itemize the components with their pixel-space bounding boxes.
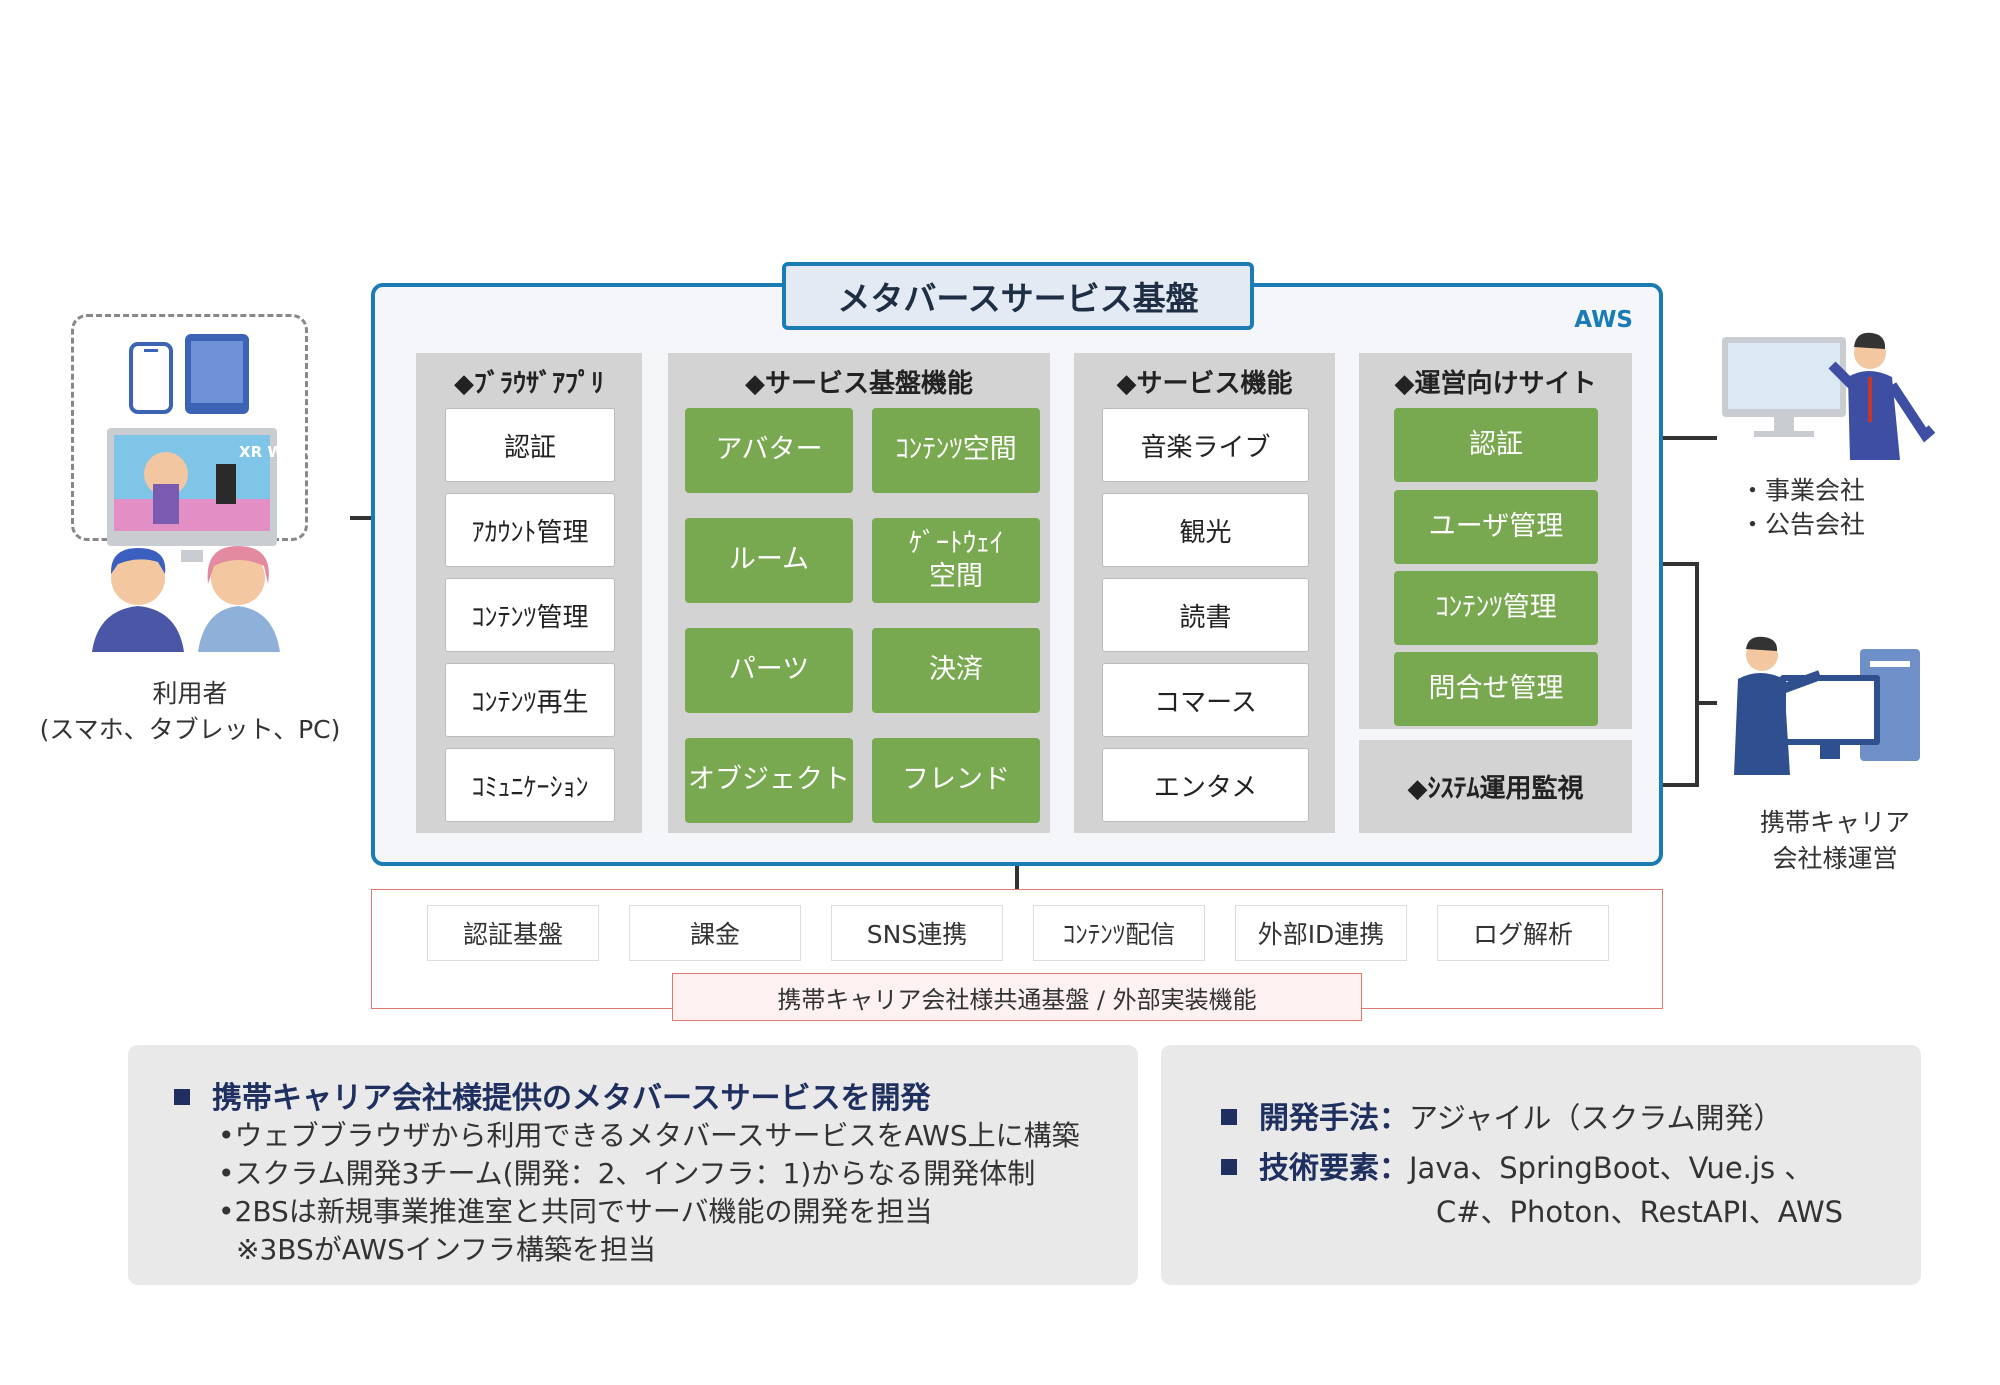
smartphone-icon (129, 342, 173, 414)
pc-monitor-icon (107, 428, 277, 562)
elements-line2: C#、Photon、RestAPI、AWS (1436, 1195, 1844, 1229)
column-platform-functions: ◆サービス基盤機能 アバター ｺﾝﾃﾝﾂ空間 ルーム ｹﾞｰﾄｳｪｲ 空間 パー… (668, 353, 1050, 833)
browser-item-auth: 認証 (445, 408, 615, 482)
summary-point: •スクラム開発3チーム(開発：2、インフラ：1)からなる開発体制 (218, 1157, 1036, 1190)
ops-item-user-mgmt: ユーザ管理 (1394, 490, 1598, 564)
ops-item-auth: 認証 (1394, 408, 1598, 482)
summary-heading: 携帯キャリア会社様提供のメタバースサービスを開発 (212, 1081, 931, 1116)
elements-row: 技術要素：Java、SpringBoot、Vue.js 、 (1221, 1143, 1813, 1187)
monitor-icon (1722, 337, 1846, 437)
column-title: ◆サービス基盤機能 (745, 369, 973, 399)
browser-item-content-mgmt: ｺﾝﾃﾝﾂ管理 (445, 578, 615, 652)
connector-carrier (1015, 866, 1019, 890)
service-item-tourism: 観光 (1102, 493, 1309, 567)
users-label-line2: (スマホ、タブレット、PC) (39, 715, 341, 745)
ops-item-inquiry-mgmt: 問合せ管理 (1394, 652, 1598, 726)
connector-ops-h1 (1627, 562, 1699, 566)
desktop-pc-icon (1780, 649, 1920, 761)
square-bullet-icon (1221, 1109, 1237, 1125)
method-row: 開発手法：アジャイル（スクラム開発） (1221, 1093, 1783, 1137)
platform-item-friend: フレンド (872, 738, 1040, 823)
connector-ops-h2 (1627, 783, 1699, 787)
business-line2: ・公告会社 (1740, 509, 1866, 539)
elements-label: 技術要素： (1259, 1151, 1409, 1186)
square-bullet-icon (174, 1089, 190, 1105)
platform-item-content-space: ｺﾝﾃﾝﾂ空間 (872, 408, 1040, 493)
carrier-item-auth-base: 認証基盤 (427, 905, 599, 961)
carrier-label: 携帯キャリア会社様共通基盤 / 外部実装機能 (672, 973, 1362, 1021)
platform-item-gateway-space: ｹﾞｰﾄｳｪｲ 空間 (872, 518, 1040, 603)
browser-item-content-play: ｺﾝﾃﾝﾂ再生 (445, 663, 615, 737)
platform-title: メタバースサービス基盤 (782, 262, 1254, 330)
service-item-entertainment: エンタメ (1102, 748, 1309, 822)
tablet-icon (185, 334, 249, 414)
operator-line1: 携帯キャリア (1759, 808, 1910, 837)
tech-panel: 開発手法：アジャイル（スクラム開発） 技術要素：Java、SpringBoot、… (1161, 1045, 1921, 1285)
elements-line1: Java、SpringBoot、Vue.js 、 (1409, 1151, 1814, 1185)
business-line1: ・事業会社 (1740, 476, 1866, 505)
platform-item-object: オブジェクト (685, 738, 853, 823)
users-label: 利用者 (スマホ、タブレット、PC) (20, 676, 360, 749)
service-item-commerce: コマース (1102, 663, 1309, 737)
connector-operator (1695, 701, 1717, 705)
gateway-line1: ｹﾞｰﾄｳｪｲ (908, 528, 1004, 560)
connector-ops-v (1695, 562, 1699, 787)
summary-point: •2BSは新規事業推進室と共同でサーバ機能の開発を担当 (218, 1195, 933, 1228)
system-monitoring: ◆ｼｽﾃﾑ運用監視 (1359, 740, 1632, 833)
operator-label: 携帯キャリア 会社様運営 (1710, 805, 1960, 878)
presenter-icon (1828, 332, 1936, 460)
summary-panel: 携帯キャリア会社様提供のメタバースサービスを開発 •ウェブブラウザから利用できる… (128, 1045, 1138, 1285)
column-service-functions: ◆サービス機能 音楽ライブ 観光 読書 コマース エンタメ (1074, 353, 1335, 833)
connector-business (1627, 436, 1717, 440)
ops-item-content-mgmt: ｺﾝﾃﾝﾂ管理 (1394, 571, 1598, 645)
column-browser-app: ◆ﾌﾞﾗｳｻﾞｱﾌﾟﾘ 認証 ｱｶｳﾝﾄ管理 ｺﾝﾃﾝﾂ管理 ｺﾝﾃﾝﾂ再生 ｺ… (416, 353, 642, 833)
business-illustration (1722, 332, 1936, 460)
column-title: ◆運営向けサイト (1394, 369, 1597, 399)
platform-item-payment: 決済 (872, 628, 1040, 713)
summary-note: ※3BSがAWSインフラ構築を担当 (236, 1233, 657, 1266)
operator-line2: 会社様運営 (1772, 844, 1898, 874)
column-ops-site: ◆運営向けサイト 認証 ユーザ管理 ｺﾝﾃﾝﾂ管理 問合せ管理 (1359, 353, 1632, 729)
browser-item-communication: ｺﾐｭﾆｹｰｼｮﾝ (445, 748, 615, 822)
browser-item-account: ｱｶｳﾝﾄ管理 (445, 493, 615, 567)
carrier-item-billing: 課金 (629, 905, 801, 961)
service-item-music-live: 音楽ライブ (1102, 408, 1309, 482)
user-avatars (92, 546, 280, 652)
screen-title: XR World (239, 443, 311, 461)
devices-illustration: XR World (107, 334, 311, 562)
service-item-reading: 読書 (1102, 578, 1309, 652)
gateway-line2: 空間 (929, 560, 983, 592)
method-label: 開発手法： (1259, 1101, 1409, 1136)
carrier-item-sns: SNS連携 (831, 905, 1003, 961)
summary-heading-row: 携帯キャリア会社様提供のメタバースサービスを開発 (174, 1073, 931, 1117)
carrier-item-content-delivery: ｺﾝﾃﾝﾂ配信 (1033, 905, 1205, 961)
aws-label: AWS (1574, 307, 1633, 333)
method-value: アジャイル（スクラム開発） (1409, 1101, 1783, 1135)
summary-point: •ウェブブラウザから利用できるメタバースサービスをAWS上に構築 (218, 1119, 1080, 1152)
monitoring-title: ◆ｼｽﾃﾑ運用監視 (1407, 774, 1584, 804)
column-title: ◆サービス機能 (1116, 369, 1293, 399)
business-label: ・事業会社 ・公告会社 (1740, 474, 1920, 542)
users-label-line1: 利用者 (152, 679, 228, 708)
platform-item-room: ルーム (685, 518, 853, 603)
carrier-item-log-analysis: ログ解析 (1437, 905, 1609, 961)
platform-item-parts: パーツ (685, 628, 853, 713)
platform-item-avatar: アバター (685, 408, 853, 493)
female-user-icon (198, 546, 280, 652)
column-title: ◆ﾌﾞﾗｳｻﾞｱﾌﾟﾘ (454, 369, 604, 399)
operator-person-icon (1734, 636, 1822, 775)
operator-illustration (1734, 636, 1920, 775)
male-user-icon (92, 548, 184, 652)
carrier-item-external-id: 外部ID連携 (1235, 905, 1407, 961)
square-bullet-icon (1221, 1159, 1237, 1175)
